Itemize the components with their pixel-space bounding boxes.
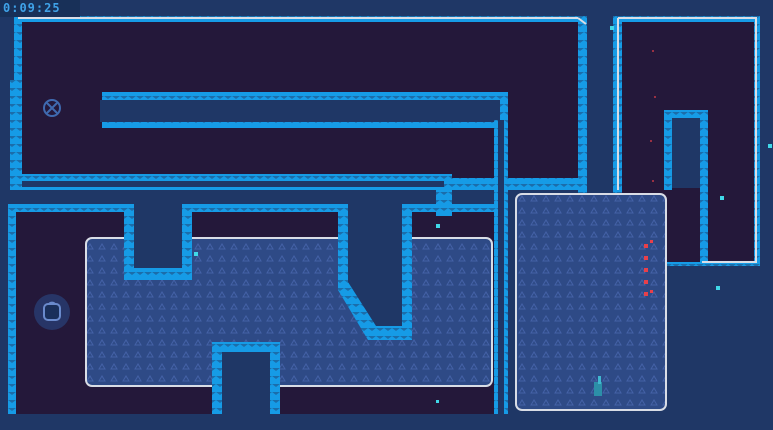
spike-barrier-upper xyxy=(88,92,508,150)
exit-door-icon[interactable] xyxy=(34,294,70,330)
spike-column-right xyxy=(664,110,708,262)
grid-platform-right xyxy=(515,193,667,411)
ground xyxy=(0,414,773,430)
enemy-projectile-trail xyxy=(644,240,653,296)
player-sprite[interactable] xyxy=(594,376,602,396)
spike-barrier-middle xyxy=(14,174,452,216)
gem-pickups[interactable] xyxy=(194,26,772,403)
spike-wall-left xyxy=(10,80,20,190)
timer-readout: 0:09:25 xyxy=(0,0,80,17)
spike-notch-2 xyxy=(338,204,412,340)
spike-notch-1 xyxy=(124,204,192,280)
wall-outlines xyxy=(18,17,757,263)
crosshair-target-icon[interactable] xyxy=(43,99,61,117)
enemy-dots-upper xyxy=(650,50,656,182)
